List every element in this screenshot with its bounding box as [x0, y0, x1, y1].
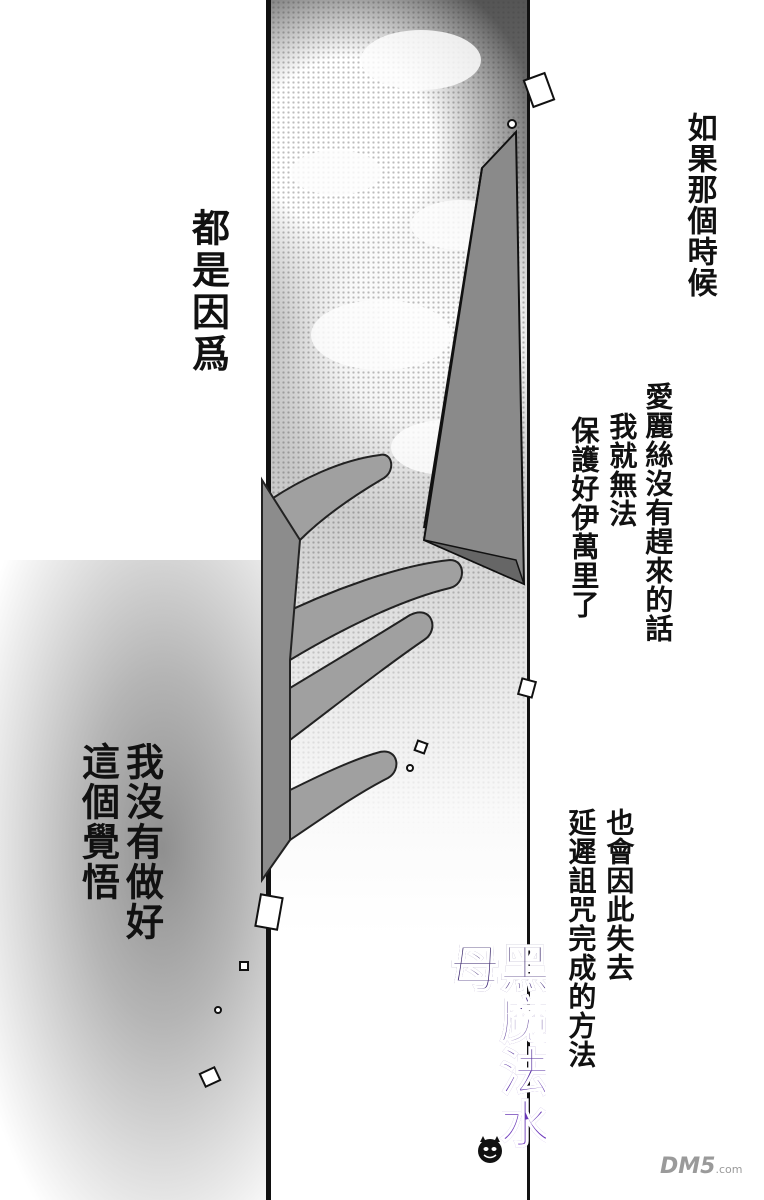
narration-line: 愛麗絲沒有趕來的話 [641, 382, 675, 643]
cloud-icon [361, 30, 481, 90]
site-logo-text: DM5 [660, 1154, 716, 1179]
narration-line: 保護好伊萬里了 [567, 416, 601, 619]
devil-face-icon [478, 1136, 502, 1163]
cloud-icon [311, 300, 451, 370]
narration-line: 我就無法 [605, 412, 639, 528]
speech-line: 這個覺悟 [75, 742, 120, 902]
narration-line: 如果那個時候 [681, 112, 717, 298]
narration-line: 也會因此失去 [602, 808, 636, 982]
site-logo: DM5.com [660, 1154, 742, 1179]
speech-line: 都是因爲 [185, 208, 230, 376]
cloud-icon [291, 150, 381, 195]
left-gray-gradient [0, 560, 270, 1200]
watermark-text: 黑魔法水母 [441, 941, 552, 1200]
site-logo-suffix: .com [715, 1163, 743, 1176]
card-icon [422, 129, 526, 586]
narration-line: 延遲詛咒完成的方法 [564, 808, 598, 1069]
speech-line: 我沒有做好 [119, 742, 164, 942]
hand-icon [261, 453, 463, 884]
paper-fragment-icon [198, 71, 556, 1089]
